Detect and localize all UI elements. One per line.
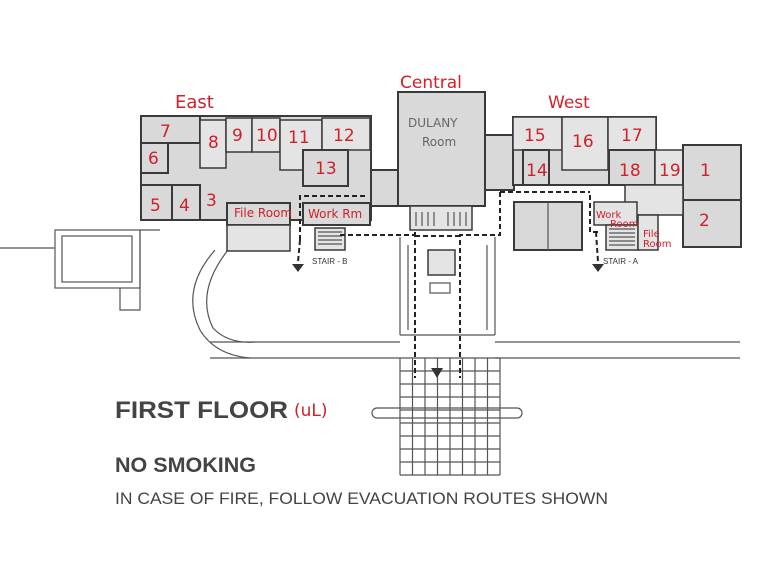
room-13[interactable] <box>302 149 349 187</box>
section-label-west: West <box>548 93 590 113</box>
room-9[interactable] <box>225 117 253 153</box>
room-label: 8 <box>208 133 219 153</box>
stair-b <box>314 227 346 251</box>
room-5[interactable] <box>140 184 173 221</box>
no-smoking-notice: NO SMOKING <box>115 454 256 477</box>
work-room-east[interactable] <box>302 202 371 226</box>
room-label: 5 <box>150 196 161 216</box>
room-label: File Room <box>234 206 292 220</box>
room-label: 11 <box>288 128 310 148</box>
central-section <box>397 91 515 336</box>
room-label: File <box>643 229 660 240</box>
east-wing <box>140 115 400 252</box>
site-paths <box>0 229 740 476</box>
room-label: 2 <box>699 211 710 231</box>
room-label: 19 <box>659 161 681 181</box>
west-wing <box>512 116 742 251</box>
room-label: Room <box>422 135 456 149</box>
exit-arrow-icon <box>292 264 304 272</box>
exit-arrow-icon <box>431 368 443 378</box>
stair-label: STAIR - A <box>603 257 639 266</box>
west-connector <box>484 134 515 191</box>
room-4[interactable] <box>171 184 201 221</box>
evacuation-routes <box>292 191 604 378</box>
entrance-walkway <box>399 357 501 476</box>
room-15[interactable] <box>512 116 563 151</box>
section-label-east: East <box>175 92 214 113</box>
room-6[interactable] <box>140 142 169 174</box>
room-label: Work Rm <box>308 207 362 221</box>
room-label: Room <box>643 239 671 250</box>
stair-label: STAIR - B <box>312 257 347 266</box>
room-label: 17 <box>621 126 643 146</box>
section-label-central: Central <box>400 73 462 93</box>
walkway-grid-lines <box>399 357 501 476</box>
room-label: 6 <box>148 149 159 169</box>
room-label: 14 <box>526 161 548 181</box>
room-7[interactable] <box>140 115 201 144</box>
room-label: 1 <box>700 161 711 181</box>
room-label: 16 <box>572 132 594 152</box>
dulany-room[interactable] <box>397 91 486 207</box>
room-label: 12 <box>333 126 355 146</box>
room-label: 7 <box>160 122 171 142</box>
room-label: 3 <box>206 191 217 211</box>
room-14[interactable] <box>522 149 550 186</box>
room-1[interactable] <box>682 144 742 201</box>
room-label: 15 <box>524 126 546 146</box>
east-connector <box>370 169 400 207</box>
room-label: DULANY <box>408 116 458 130</box>
exit-arrow-icon <box>592 264 604 272</box>
floor-title-note: (uL) <box>294 401 328 421</box>
outbuilding <box>54 229 141 289</box>
room-label: 4 <box>179 196 190 216</box>
room-2[interactable] <box>682 199 742 248</box>
room-label: 10 <box>256 126 278 146</box>
fire-evacuation-notice: IN CASE OF FIRE, FOLLOW EVACUATION ROUTE… <box>115 489 608 508</box>
elevator <box>427 249 456 276</box>
room-8[interactable] <box>199 119 227 169</box>
file-room-west[interactable] <box>637 214 659 251</box>
room-10[interactable] <box>251 117 281 153</box>
room-18[interactable] <box>608 149 656 186</box>
room-label: 18 <box>619 161 641 181</box>
room-label: Work <box>596 210 622 221</box>
room-label: 13 <box>315 159 337 179</box>
bleachers <box>409 205 473 231</box>
room-label: Room <box>610 219 638 230</box>
room-label: 9 <box>232 126 243 146</box>
floor-title: FIRST FLOOR <box>115 397 288 424</box>
